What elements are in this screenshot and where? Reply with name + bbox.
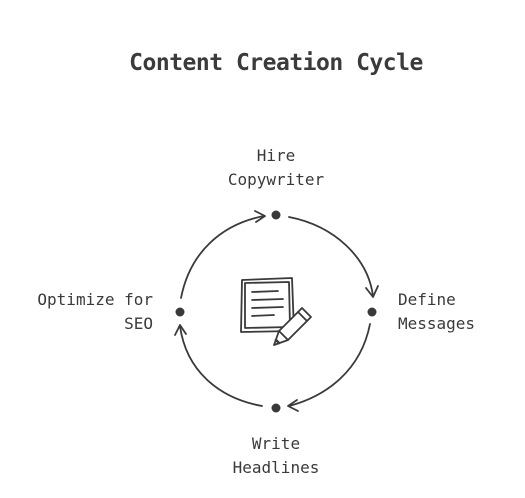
cycle-arc-left-to-top	[180, 215, 265, 299]
node-dot-left	[175, 307, 185, 317]
arrowhead-bottom	[287, 399, 299, 412]
node-dot-top	[271, 210, 281, 220]
node-label-line: Write	[251, 434, 301, 453]
cycle-arc-top-to-right	[288, 216, 374, 297]
node-label-define-messages: Define Messages	[398, 288, 475, 336]
node-label-line: Define	[398, 290, 456, 309]
node-label-line: Headlines	[232, 458, 320, 477]
node-label-line: Hire	[256, 146, 296, 165]
node-dot-bottom	[271, 403, 281, 413]
node-label-hire-copywriter: Hire Copywriter	[176, 144, 376, 192]
node-label-write-headlines: Write Headlines	[176, 432, 376, 480]
node-label-optimize-for-seo: Optimize for SEO	[0, 288, 153, 336]
arrowhead-top	[254, 210, 266, 223]
arrowhead-left	[174, 324, 187, 336]
node-label-line: Copywriter	[227, 170, 325, 189]
arrowhead-right	[365, 285, 379, 298]
cycle-arc-bottom-to-left	[179, 325, 263, 407]
diagram-title: Content Creation Cycle	[129, 50, 423, 76]
node-label-line: SEO	[124, 314, 153, 333]
node-dot-right	[367, 307, 377, 317]
node-label-line: Optimize for	[37, 290, 153, 309]
node-label-line: Messages	[398, 314, 476, 333]
document-with-pencil-icon	[240, 277, 312, 346]
cycle-arc-right-to-bottom	[288, 323, 371, 407]
